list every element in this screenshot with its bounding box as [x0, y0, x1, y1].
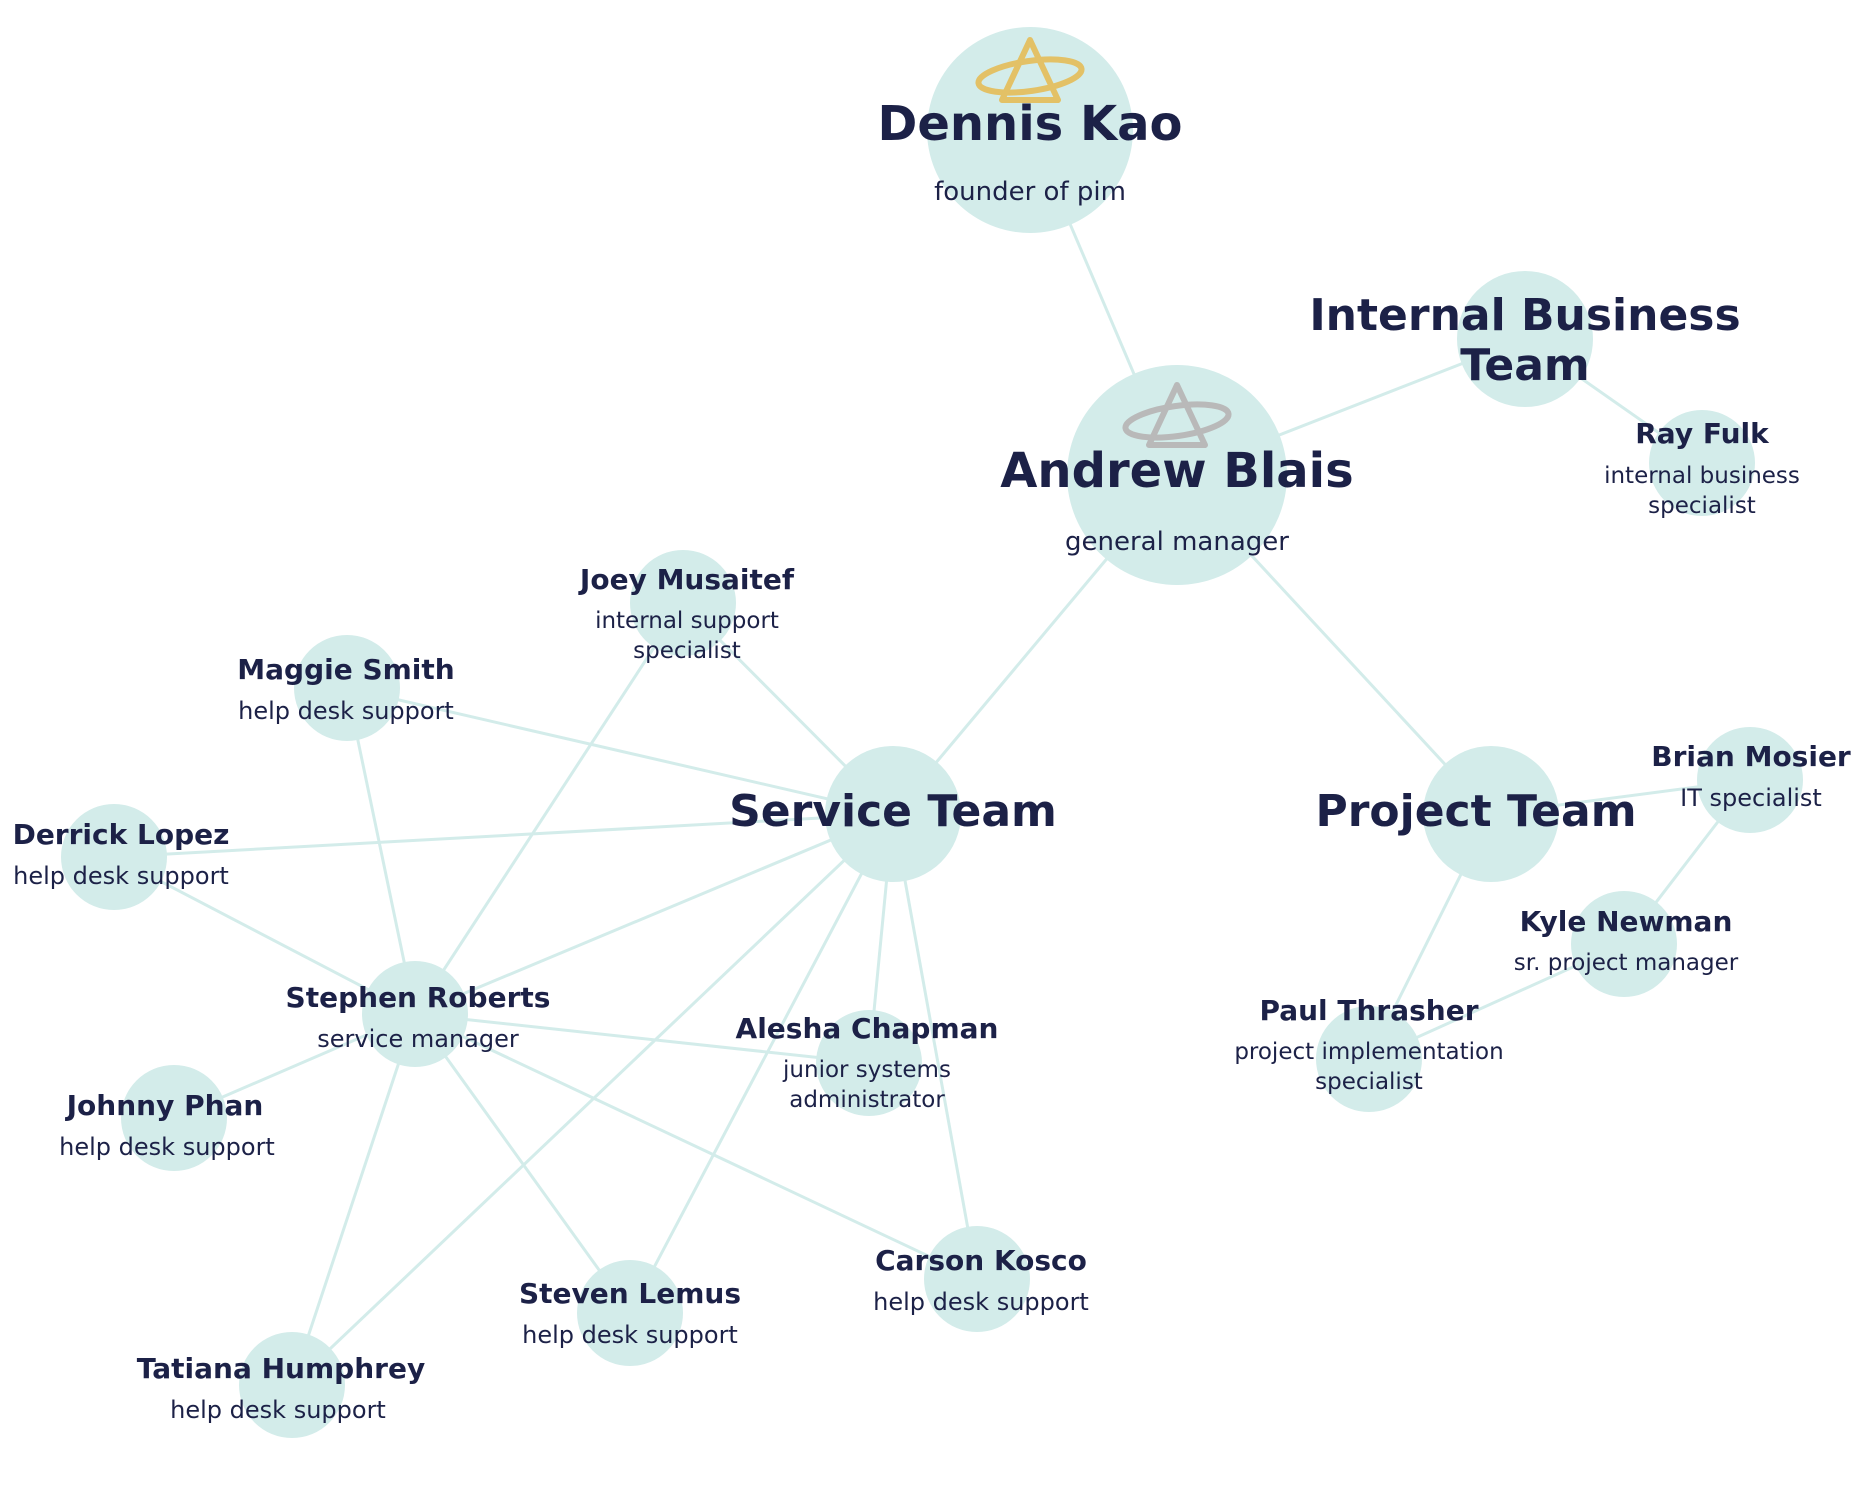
node-project: Project Team — [1315, 746, 1637, 882]
node-circle-internal — [1457, 271, 1593, 407]
node-circle-ray — [1649, 410, 1755, 516]
node-johnny: Johnny Phan help desk support — [59, 1065, 275, 1171]
node-maggie: Maggie Smith help desk support — [237, 635, 455, 741]
edge-stephen-steven — [413, 1013, 632, 1314]
edge-service-tatiana — [290, 812, 895, 1387]
node-dennis: Dennis Kao founder of pim — [877, 27, 1183, 233]
node-tatiana: Tatiana Humphrey help desk support — [137, 1332, 425, 1438]
node-circle-joey — [630, 550, 736, 656]
node-name-stephen: Stephen Roberts — [286, 981, 551, 1014]
node-name-joey: Joey Musaitef — [578, 563, 795, 596]
node-name-steven: Steven Lemus — [519, 1277, 741, 1310]
node-role-stephen: service manager — [317, 1025, 519, 1053]
node-role-derrick: help desk support — [13, 862, 229, 890]
node-brian: Brian Mosier IT specialist — [1651, 727, 1851, 833]
node-andrew: Andrew Blais general manager — [1000, 365, 1354, 585]
node-name-carson: Carson Kosco — [875, 1244, 1087, 1277]
node-role-carson: help desk support — [873, 1288, 1089, 1316]
edge-stephen-joey — [413, 602, 685, 1015]
node-circle-alesha — [816, 1010, 922, 1116]
edge-service-stephen — [414, 812, 894, 1016]
node-circle-stephen — [362, 961, 468, 1067]
node-stephen: Stephen Roberts service manager — [286, 961, 551, 1067]
node-circle-brian — [1697, 727, 1803, 833]
node-role-maggie: help desk support — [238, 697, 454, 725]
node-role-dennis: founder of pim — [934, 177, 1126, 207]
node-circle-service — [825, 746, 961, 882]
node-circle-steven — [577, 1260, 683, 1366]
node-circle-carson — [924, 1226, 1030, 1332]
node-name-service: Service Team — [729, 786, 1057, 837]
edge-stephen-tatiana — [290, 1013, 417, 1386]
edge-service-derrick — [113, 812, 894, 859]
node-name-johnny: Johnny Phan — [65, 1089, 264, 1122]
node-name-project: Project Team — [1315, 786, 1636, 837]
node-circle-johnny — [121, 1065, 227, 1171]
edge-stephen-alesha — [414, 1012, 870, 1065]
node-name-alesha: Alesha Chapman — [736, 1012, 999, 1045]
node-name-derrick: Derrick Lopez — [13, 818, 230, 851]
node-circle-derrick — [61, 804, 167, 910]
node-name-kyle: Kyle Newman — [1520, 905, 1733, 938]
node-name-andrew: Andrew Blais — [1000, 443, 1353, 499]
edge-service-carson — [891, 813, 979, 1280]
node-role-johnny: help desk support — [59, 1133, 275, 1161]
node-circle-maggie — [294, 635, 400, 741]
node-kyle: Kyle Newman sr. project manager — [1514, 891, 1739, 997]
node-derrick: Derrick Lopez help desk support — [13, 804, 230, 910]
node-role-tatiana: help desk support — [170, 1396, 386, 1424]
node-name-paul: Paul Thrasher — [1259, 994, 1478, 1027]
node-circle-andrew — [1067, 365, 1287, 585]
node-service: Service Team — [729, 746, 1057, 882]
node-circle-paul — [1316, 1006, 1422, 1112]
node-role-brian: IT specialist — [1680, 784, 1822, 812]
node-carson: Carson Kosco help desk support — [873, 1226, 1089, 1332]
node-name-dennis: Dennis Kao — [877, 96, 1182, 152]
node-name-ray: Ray Fulk — [1635, 417, 1770, 450]
edge-service-maggie — [346, 686, 894, 816]
node-name-brian: Brian Mosier — [1651, 740, 1851, 773]
node-circle-project — [1423, 746, 1559, 882]
node-name-maggie: Maggie Smith — [237, 653, 454, 686]
node-name-tatiana: Tatiana Humphrey — [137, 1352, 425, 1385]
node-role-andrew: general manager — [1065, 527, 1289, 557]
node-circle-kyle — [1571, 891, 1677, 997]
node-role-steven: help desk support — [522, 1321, 738, 1349]
edge-stephen-carson — [414, 1012, 978, 1281]
edge-service-steven — [628, 813, 895, 1314]
edge-stephen-derrick — [113, 855, 416, 1016]
gold-logo-icon — [975, 37, 1085, 103]
node-steven: Steven Lemus help desk support — [519, 1260, 741, 1366]
gray-logo-icon — [1122, 382, 1232, 448]
node-circle-tatiana — [239, 1332, 345, 1438]
edge-stephen-maggie — [345, 687, 417, 1015]
node-role-kyle: sr. project manager — [1514, 950, 1739, 976]
